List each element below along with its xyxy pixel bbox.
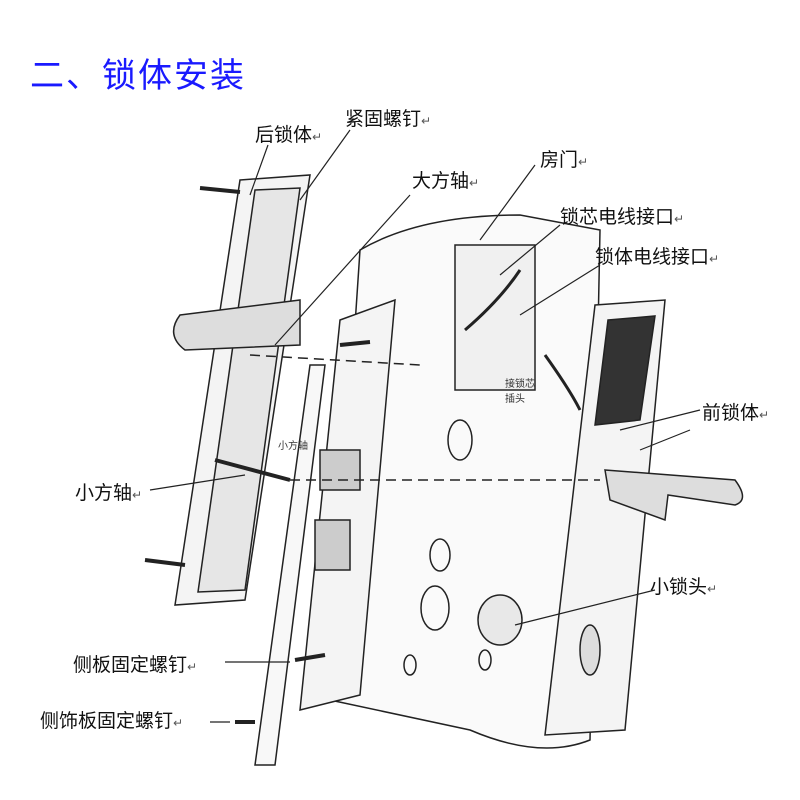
leader-line xyxy=(149,474,246,491)
label-large-spindle: 大方轴↵ xyxy=(412,166,479,193)
label-text: 房门 xyxy=(540,149,579,171)
return-mark: ↵ xyxy=(707,582,718,596)
leader-line xyxy=(639,429,691,451)
return-mark: ↵ xyxy=(759,408,770,422)
label-text: 小方轴 xyxy=(75,482,133,504)
door-hole xyxy=(447,419,473,461)
return-mark: ↵ xyxy=(469,176,480,190)
label-cylinder-wire-port: 锁芯电线接口↵ xyxy=(560,202,684,229)
screw xyxy=(199,186,241,194)
return-mark: ↵ xyxy=(312,130,323,144)
label-text: 后锁体 xyxy=(255,124,313,146)
leader-line xyxy=(514,589,656,626)
small-spindle xyxy=(214,458,291,482)
label-text: 大方轴 xyxy=(412,170,470,192)
leader-lines xyxy=(149,129,701,723)
leader-line xyxy=(299,129,351,201)
large-spindle xyxy=(249,354,421,366)
leader-line xyxy=(274,194,411,346)
wire xyxy=(464,269,522,332)
door-hole xyxy=(420,585,450,631)
page-title: 二、锁体安装 xyxy=(30,56,246,96)
wire xyxy=(543,354,582,411)
side-trim-plate xyxy=(254,364,326,766)
door-hole xyxy=(478,649,492,671)
return-mark: ↵ xyxy=(421,114,432,128)
label-front-lock-body: 前锁体↵ xyxy=(702,398,769,425)
label-small-cylinder: 小锁头↵ xyxy=(650,572,717,599)
return-mark: ↵ xyxy=(187,660,198,674)
screw xyxy=(294,653,326,662)
rear-handle xyxy=(172,299,301,351)
small-cylinder xyxy=(477,594,523,646)
label-text: 前锁体 xyxy=(702,402,760,424)
label-text: 小锁头 xyxy=(650,576,708,598)
label-side-trim-screw: 侧饰板固定螺钉↵ xyxy=(40,706,183,733)
label-door: 房门↵ xyxy=(540,145,588,172)
screw xyxy=(339,340,371,347)
door-hole xyxy=(403,654,417,676)
return-mark: ↵ xyxy=(709,252,720,266)
return-mark: ↵ xyxy=(132,488,143,502)
label-text: 侧板固定螺钉 xyxy=(73,654,188,676)
mortise-lock-body xyxy=(299,298,396,711)
label-lock-body-wire-port: 锁体电线接口↵ xyxy=(595,242,719,269)
leader-line xyxy=(619,409,701,431)
front-handle xyxy=(604,469,744,522)
label-text: 锁体电线接口 xyxy=(595,246,710,268)
latch-bolt xyxy=(319,449,361,491)
return-mark: ↵ xyxy=(674,212,685,226)
card-reader-panel xyxy=(594,315,656,426)
plug-tag-line-2: 插头 xyxy=(505,394,525,405)
return-mark: ↵ xyxy=(173,716,184,730)
dead-bolt xyxy=(314,519,351,571)
label-text: 锁芯电线接口 xyxy=(560,206,675,228)
label-rear-lock-body: 后锁体↵ xyxy=(255,120,322,147)
plug-tag-line-1: 接锁芯 xyxy=(505,379,535,390)
door-hole xyxy=(429,538,451,572)
screw xyxy=(144,558,186,567)
leader-line xyxy=(479,164,536,241)
keyhole-cover xyxy=(579,624,601,676)
leader-line xyxy=(249,144,269,196)
rear-lock-body-inner xyxy=(197,187,301,593)
leader-line xyxy=(499,224,561,276)
door-cutout xyxy=(454,244,536,391)
leader-line xyxy=(519,264,601,316)
label-small-spindle: 小方轴↵ xyxy=(75,478,142,505)
label-text: 侧饰板固定螺钉 xyxy=(40,710,174,732)
label-fastening-screw: 紧固螺钉↵ xyxy=(345,104,431,131)
label-text: 紧固螺钉 xyxy=(345,108,422,130)
spindle-tag: 小方轴 xyxy=(278,441,308,452)
return-mark: ↵ xyxy=(578,155,589,169)
label-side-plate-screw: 侧板固定螺钉↵ xyxy=(73,650,197,677)
